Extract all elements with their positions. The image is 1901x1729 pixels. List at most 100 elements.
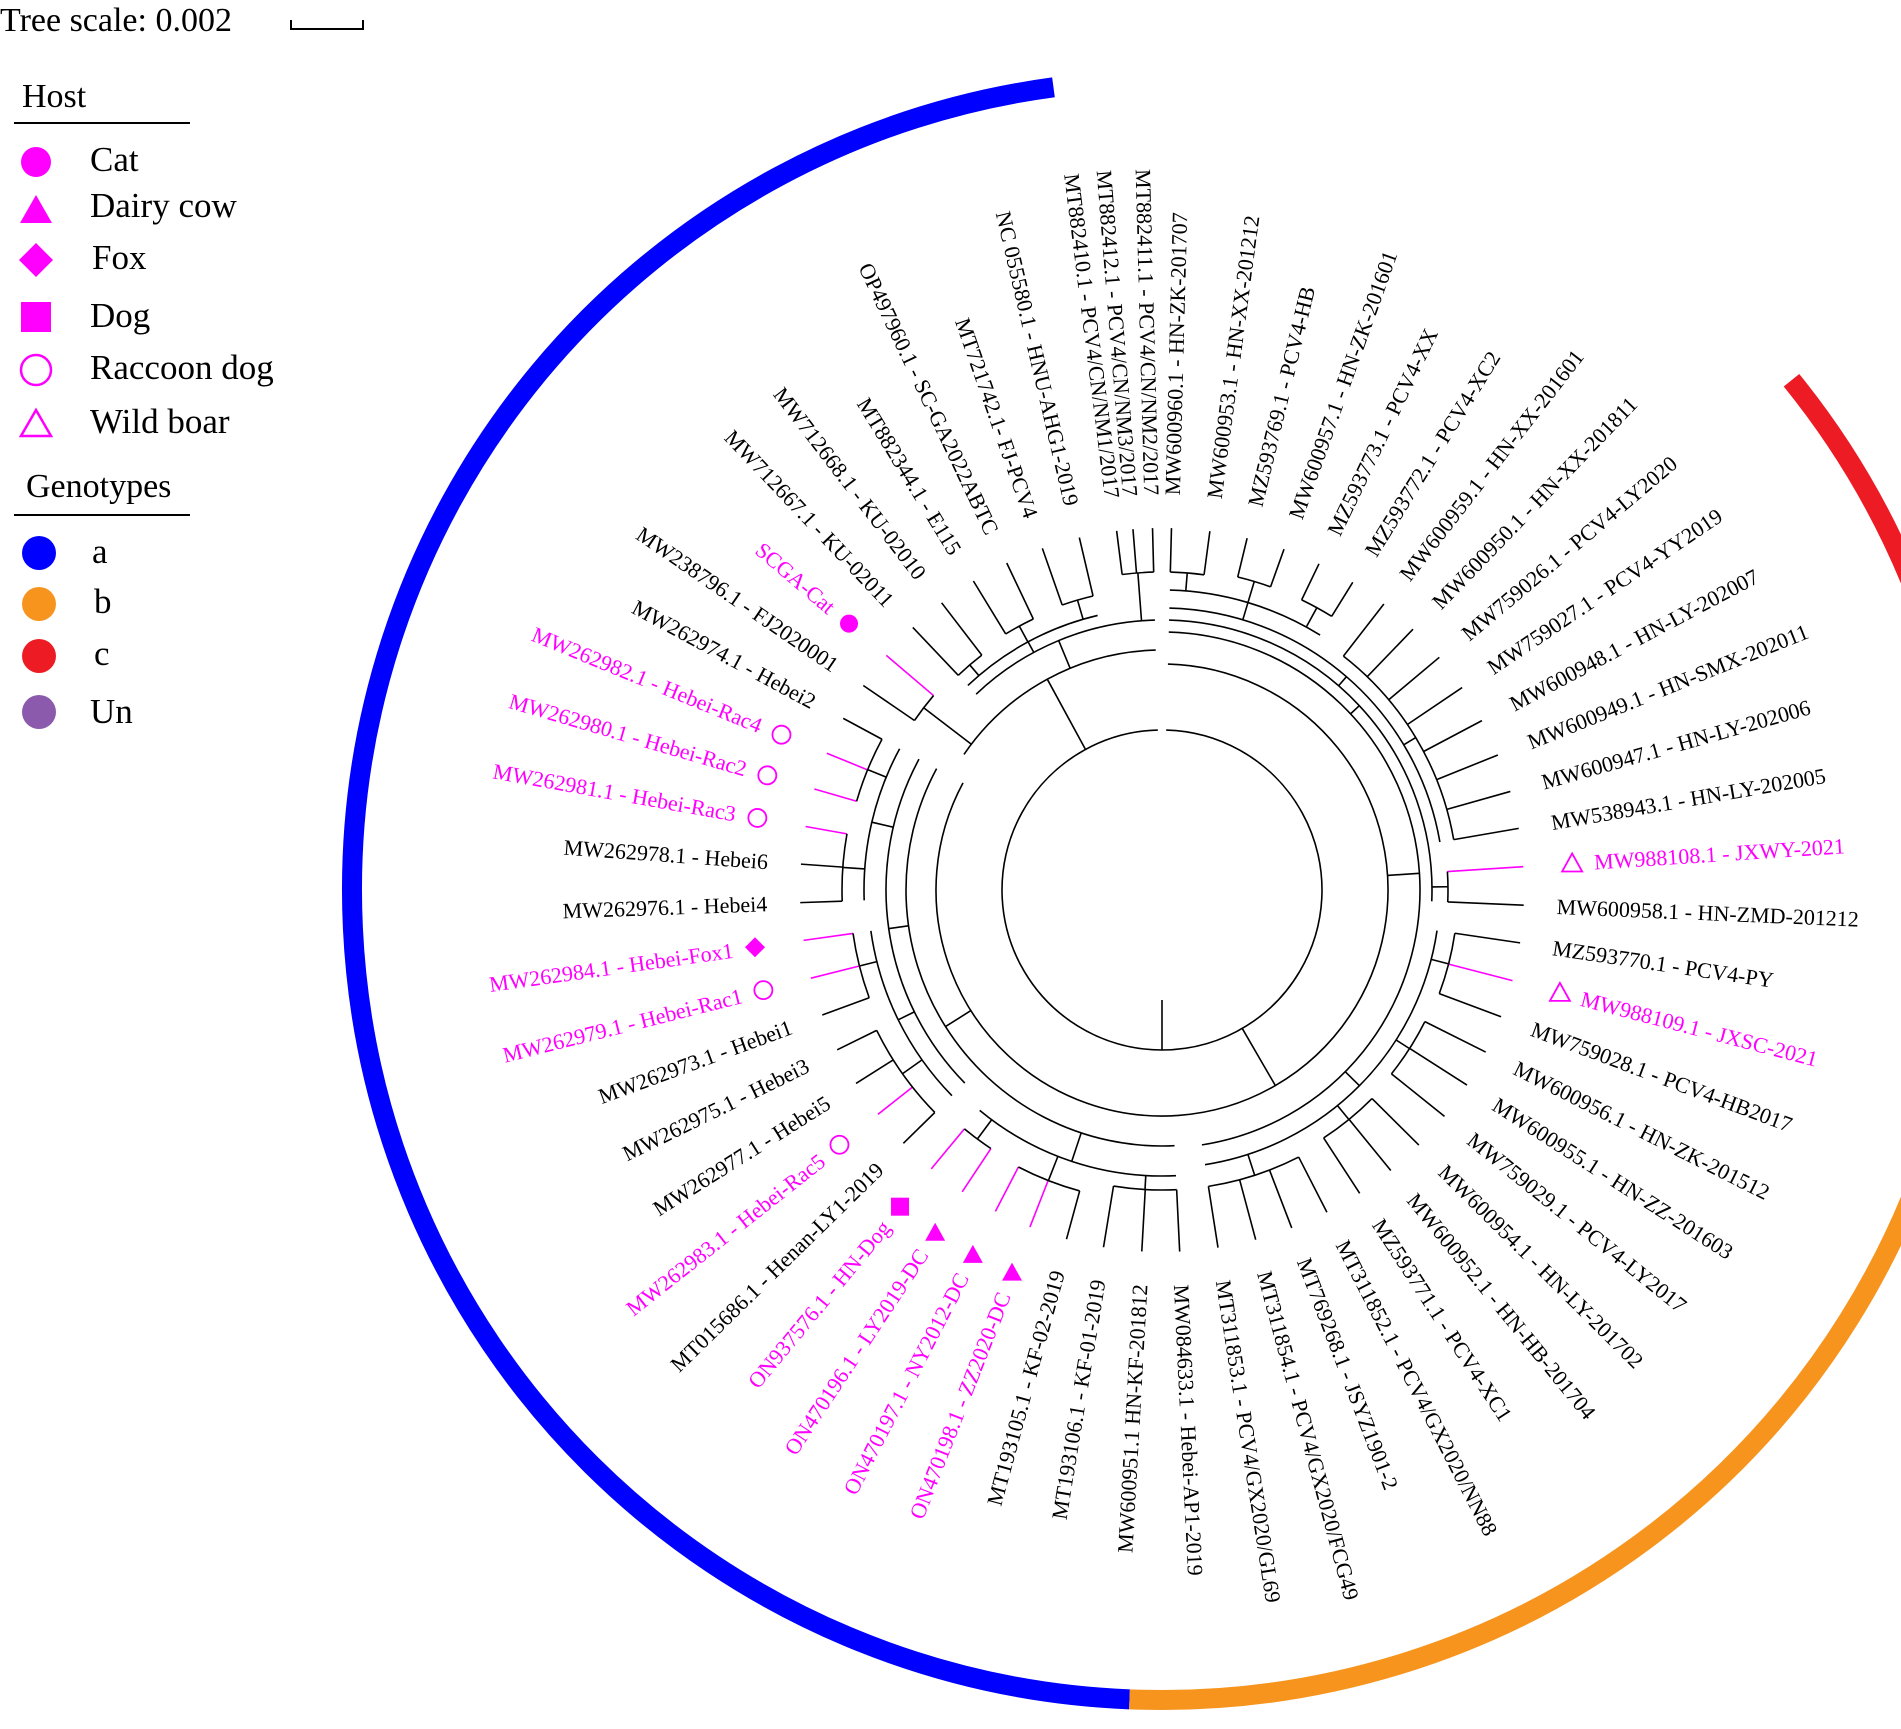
leaf-branch [1236, 537, 1248, 578]
genotype-arc-c [1783, 373, 1901, 584]
open-circle-icon [829, 1134, 850, 1155]
clade-stem [1018, 625, 1029, 643]
legend-genotype-b: b [94, 582, 112, 621]
leaf-branch [1447, 901, 1524, 906]
clade-arc [1169, 619, 1433, 902]
genotype-b-swatch-icon [22, 587, 56, 621]
clade-arc [1170, 571, 1205, 576]
leaf-branch [1409, 1047, 1468, 1086]
leaf-branch [1006, 562, 1035, 620]
legend-genotype-a: a [92, 532, 108, 571]
filled-triangle-icon [20, 195, 52, 223]
clade-stem [1047, 1156, 1059, 1181]
leaf-label: MW600960.1 - HN-ZK-201707 [1160, 212, 1192, 495]
leaf-branch [1348, 1118, 1392, 1172]
legend-host-dog: Dog [90, 296, 151, 335]
leaf-label: MW262976.1 - Hebei4 [562, 891, 767, 923]
leaf-branch [972, 580, 1007, 635]
open-circle-icon [757, 765, 778, 786]
clade-stem [1241, 1028, 1277, 1086]
clade-arc [979, 1109, 1177, 1177]
leaf-branch [1140, 1189, 1147, 1252]
leaf-branch [961, 1148, 992, 1193]
clade-stem [969, 664, 980, 677]
filled-circle-icon [840, 614, 859, 633]
leaf-branch [842, 717, 883, 740]
legend-genotype-un: Un [90, 692, 133, 731]
leaf-branch [877, 1086, 913, 1115]
clade-stem [1137, 572, 1143, 621]
legend-host-cat: Cat [90, 140, 139, 179]
clade-stem [1027, 641, 1035, 653]
leaf-branch [1041, 548, 1063, 606]
leaf-branch [1342, 603, 1385, 657]
clade-stem [888, 925, 909, 930]
legend-host-wild-boar: Wild boar [90, 402, 230, 441]
clade-stem [1305, 607, 1318, 628]
clade-arc [1169, 607, 1441, 843]
leaf-branch [862, 684, 915, 722]
leaf-branch [1424, 1020, 1487, 1053]
leaf-branch [1390, 1073, 1446, 1117]
clade-stem [1349, 705, 1360, 715]
open-triangle-icon [1560, 851, 1584, 873]
filled-diamond-icon [19, 243, 53, 277]
leaf-branch [1448, 963, 1513, 982]
open-circle-icon [19, 353, 53, 387]
leaf-branch [1169, 528, 1173, 573]
open-circle-icon [747, 808, 768, 828]
clade-stem [1144, 1175, 1147, 1190]
leaf-branch [885, 654, 935, 697]
filled-diamond-icon [744, 937, 765, 958]
leaf-branch [912, 626, 959, 676]
genotype-ring [342, 77, 1901, 1710]
open-triangle-icon [1548, 981, 1572, 1002]
clade-arc [1061, 595, 1094, 606]
clade-stem [1070, 1132, 1082, 1162]
leaf-branch [1423, 719, 1483, 753]
clade-stem [945, 1009, 972, 1028]
clade-stem [842, 866, 865, 870]
filled-triangle-icon [962, 1244, 983, 1263]
clade-stem [923, 707, 972, 745]
legend-host-fox: Fox [92, 238, 147, 277]
legend-host-raccoon-dog: Raccoon dog [90, 348, 274, 387]
clade-stem [867, 768, 887, 778]
leaf-branch [800, 900, 843, 904]
genotype-c-swatch-icon [22, 639, 56, 673]
leaf-label: MW600951.1 HN-KF-201812 [1112, 1284, 1152, 1554]
legend-host-dairy-cow: Dairy cow [90, 186, 237, 225]
open-circle-icon [753, 980, 774, 1001]
leaf-branch [1175, 1189, 1181, 1252]
tree-scale-bar [290, 20, 364, 30]
clade-stem [1185, 572, 1189, 592]
leaf-label: MW262984.1 - Hebei-Fox1 [488, 938, 735, 997]
clade-arc [1301, 599, 1333, 618]
clade-stem [1057, 640, 1071, 669]
tree-scale-label: Tree scale: [0, 2, 147, 39]
leaf-branch [1203, 531, 1211, 575]
clade-stem [902, 1059, 923, 1075]
genotype-arc-a [342, 77, 1130, 1710]
tree-branches [800, 528, 1524, 1252]
leaf-branch [1078, 537, 1094, 597]
leaf-branch [1300, 563, 1320, 601]
filled-square-icon [21, 302, 51, 332]
leaf-branch [810, 965, 860, 979]
leaf-branch [1115, 530, 1123, 575]
leaf-branch [1268, 1169, 1293, 1229]
leaf-branch [1029, 1180, 1049, 1228]
open-circle-icon [771, 724, 792, 745]
clade-stem [1242, 602, 1249, 621]
legend: Host Cat Dairy cow Fox Dog Raccoon dog W… [0, 0, 320, 780]
genotype-a-swatch-icon [22, 536, 56, 570]
clade-stem [1344, 1071, 1360, 1087]
tree-scale-value: 0.002 [155, 2, 232, 39]
clade-stem [1247, 581, 1256, 603]
leaf-label: MW988108.1 - JXWY-2021 [1593, 833, 1845, 874]
clade-stem [1403, 736, 1417, 746]
clade-stem [1046, 678, 1087, 750]
leaf-branch [1102, 1185, 1115, 1248]
clade-stem [1431, 958, 1449, 965]
leaf-branch [836, 1029, 878, 1051]
